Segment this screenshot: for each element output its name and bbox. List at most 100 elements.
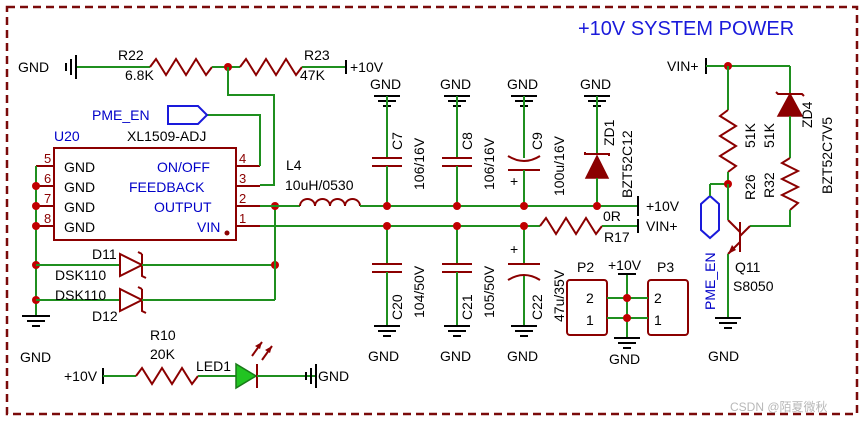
r10-resistor [135,366,199,386]
zd1-zener [584,95,610,206]
watermark: CSDN @陌夏微秋 [730,400,828,414]
d11-diode [119,251,147,279]
u20-value: XL1509-ADJ [127,128,206,144]
r10-ref: R10 [150,327,176,343]
d12-value: DSK110 [55,287,106,303]
gnd-symbol-top-left [65,55,77,79]
pme-en-label-left: PME_EN [92,107,150,123]
c21-value: 105/50V [481,265,497,318]
u20-ref: U20 [54,128,80,144]
r22-ref: R22 [118,47,144,63]
c9-capacitor [507,95,541,206]
r32-ref: R32 [761,172,777,198]
gnd-label-left: GND [20,349,51,365]
plus10v-label-top: +10V [350,59,384,75]
r23-resistor [239,57,303,77]
r26-resistor [718,109,738,173]
u20-pin7-num: 7 [44,191,51,206]
c20-gnd-label: GND [368,348,399,364]
feedback-divider: GND R22 6.8K R23 47K +10V [18,47,384,186]
gnd-label-top-left: GND [18,59,49,75]
u20-pin4-num: 4 [239,151,246,166]
u20-pin3-name: FEEDBACK [129,179,205,195]
c9-ref: C9 [529,132,545,150]
led-supply-label: +10V [64,368,98,384]
led-gnd-label: GND [318,368,349,384]
plus10v-label-rail: +10V [646,198,680,214]
r22-resistor [149,57,213,77]
pme-en-flag-left: PME_EN [92,105,209,125]
led1-ref: LED1 [196,358,231,374]
r17-resistor [539,216,603,236]
c21-capacitor [442,226,472,337]
u20-pin5-num: 5 [44,151,51,166]
c21-gnd-label: GND [440,348,471,364]
c22-value: 47u/35V [551,269,567,322]
gnd-symbol-led [305,364,317,388]
d12-diode [119,286,147,314]
u20-pin8-name: GND [64,219,95,235]
c20-value: 104/50V [411,265,427,318]
c22-gnd-label: GND [507,348,538,364]
u20-pin4-name: ON/OFF [157,159,210,175]
r17-ref: R17 [604,229,630,245]
r32-value: 51K [761,122,777,148]
zd1-gnd-label: GND [580,76,611,92]
sheet-border [5,5,859,416]
r23-ref: R23 [304,47,330,63]
p2-pin1: 1 [586,312,594,328]
c8-capacitor [442,95,472,206]
c8-value: 106/16V [481,137,497,190]
c22-polarity: + [510,241,518,257]
u20-pin5-name: GND [64,159,95,175]
pme-en-label-right: PME_EN [702,252,718,310]
u20-pin7-name: GND [64,199,95,215]
pme-en-flag-right: PME_EN [700,194,720,310]
r26-value: 51K [742,122,758,148]
p3-pin2: 2 [654,290,662,306]
u20-pin1-num: 1 [239,211,246,226]
c21-ref: C21 [459,294,475,320]
c8-gnd-label: GND [440,76,471,92]
c7-gnd-label: GND [370,76,401,92]
d12-ref: D12 [92,308,118,324]
p3-ref: P3 [657,259,674,275]
led1-diode [235,341,273,390]
c9-polarity: + [510,173,518,189]
l4-inductor [299,198,361,207]
l4-ref: L4 [286,157,302,173]
c22-capacitor [507,226,541,337]
gnd-symbol-q11 [715,317,741,329]
r26-ref: R26 [742,174,758,200]
gnd-symbol-left [22,315,50,327]
l4-value: 10uH/0530 [285,177,354,193]
q11-transistor [727,219,751,255]
p2-ref: P2 [577,259,594,275]
zd4-value: BZT52C7V5 [819,117,835,194]
q11-gnd-label: GND [708,348,739,364]
vin-label-rail: VIN+ [646,218,678,234]
zd1-ref: ZD1 [601,119,617,146]
u20-pin2-num: 2 [239,191,246,206]
q11-ref: Q11 [735,259,761,275]
r32-resistor [779,157,801,211]
u20-pin6-name: GND [64,179,95,195]
u20-pin2-name: OUTPUT [154,199,212,215]
r17-value: 0R [603,208,621,224]
sheet-title: +10V SYSTEM POWER [578,18,794,40]
c9-gnd-label: GND [507,76,538,92]
u20-pin3-num: 3 [239,171,246,186]
c20-ref: C20 [389,294,405,320]
c7-ref: C7 [389,132,405,150]
c9-value: 100u/16V [551,135,567,196]
u20-pin8-num: 8 [44,211,51,226]
p-plus10v-label: +10V [608,257,642,273]
p2-connector: P2 2 1 [566,259,608,336]
d11-value: DSK110 [55,267,106,283]
vin-label-right: VIN+ [667,58,699,74]
zd1-value: BZT52C12 [619,130,635,198]
p3-pin1: 1 [654,312,662,328]
u20-pin1-name: VIN [197,219,220,235]
zd4-ref: ZD4 [799,101,815,128]
